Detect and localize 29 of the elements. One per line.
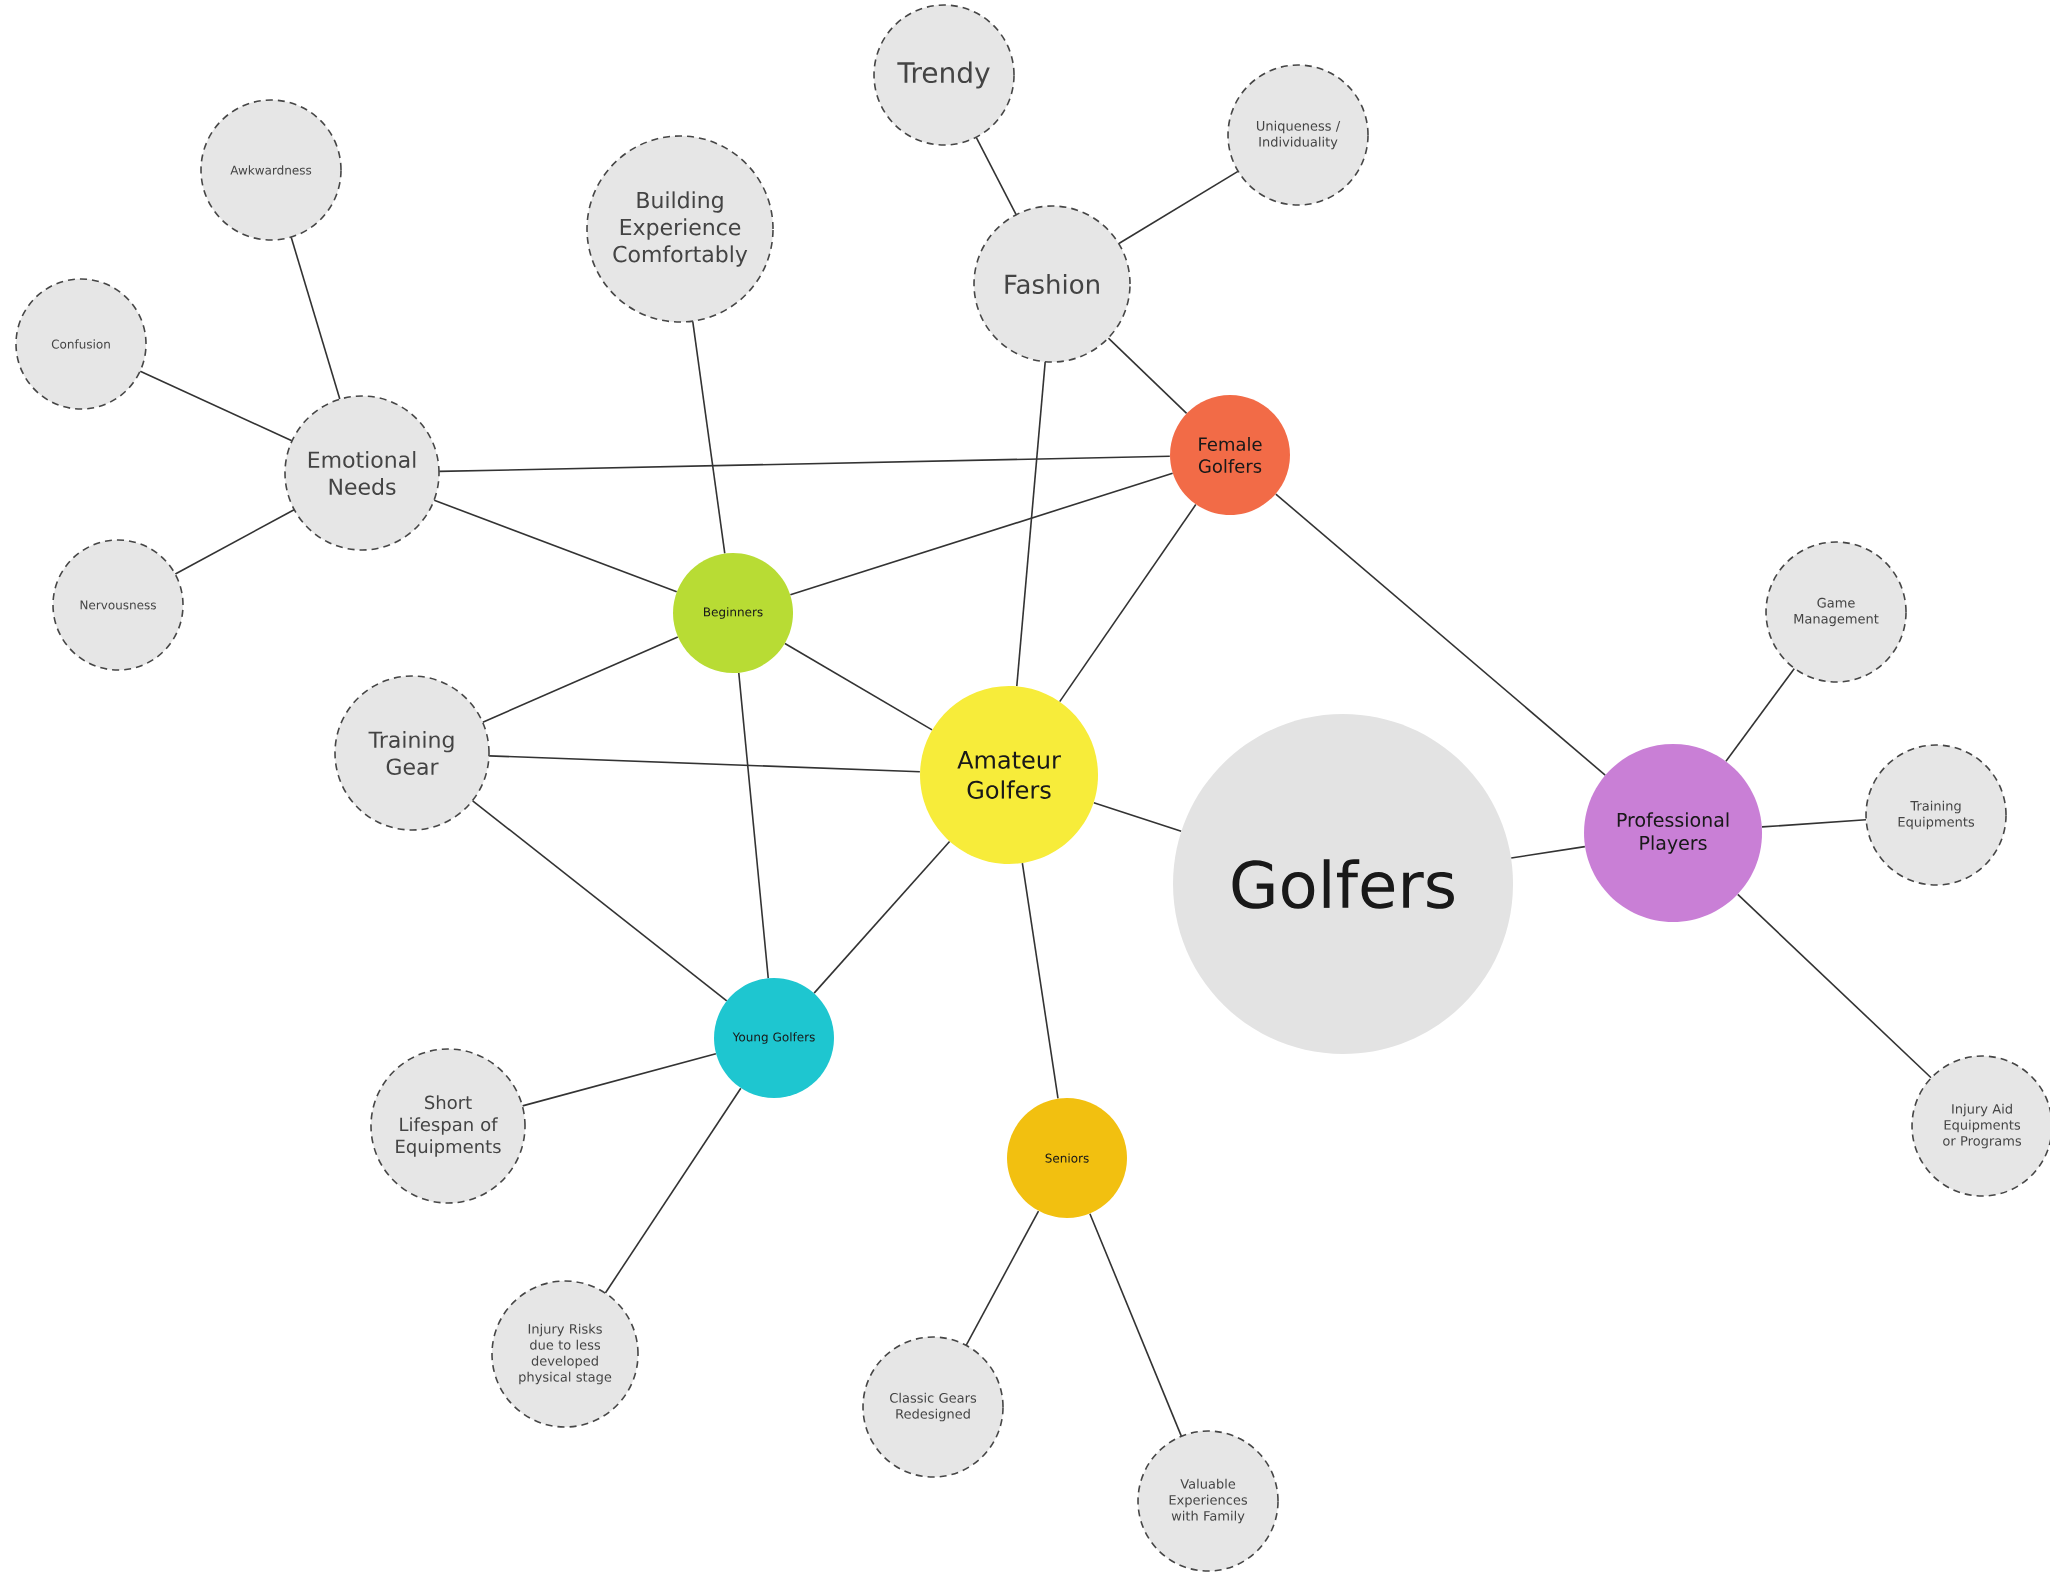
connector-line	[1118, 170, 1239, 245]
connector-line	[481, 636, 679, 723]
connector-line	[813, 840, 951, 994]
connector-line	[1736, 893, 1932, 1079]
connector-line	[975, 136, 1017, 216]
connector-line	[1089, 1212, 1183, 1437]
connector-line	[1016, 361, 1046, 687]
connector-line	[965, 1210, 1040, 1346]
connector-line	[738, 672, 770, 979]
connector-line	[604, 1087, 742, 1294]
connector-line	[521, 1052, 717, 1107]
connector-line	[174, 508, 295, 575]
connector-line	[1093, 801, 1182, 832]
connector-line	[789, 472, 1174, 596]
connector-line	[1761, 819, 1867, 828]
connector-line	[1107, 337, 1188, 415]
connector-line	[1275, 493, 1606, 776]
connector-line	[290, 236, 341, 400]
connector-line	[1510, 845, 1586, 859]
connector-line	[488, 755, 921, 773]
connector-line	[438, 455, 1171, 473]
connector-line	[139, 370, 293, 442]
connector-line	[691, 320, 726, 555]
connector-line	[1021, 862, 1059, 1100]
connector-line	[471, 799, 728, 1002]
connector-line	[784, 642, 933, 731]
connector-line	[1725, 667, 1796, 763]
connector-line	[433, 499, 678, 593]
connector-line	[1058, 503, 1197, 703]
